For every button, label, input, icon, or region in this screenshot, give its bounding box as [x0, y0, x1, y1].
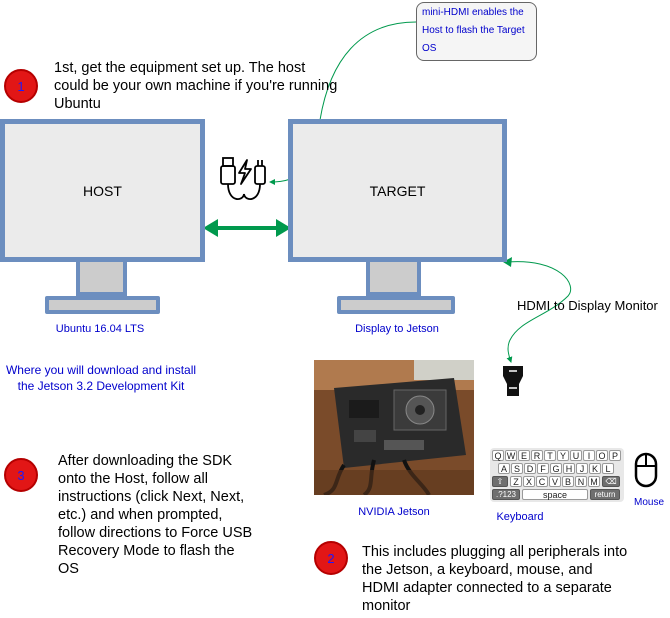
keyboard-key: X — [523, 476, 535, 487]
keyboard-key: C — [536, 476, 548, 487]
keyboard-key: return — [590, 489, 620, 500]
target-monitor-screen: TARGET — [288, 119, 507, 262]
keyboard-key: .?123 — [492, 489, 520, 500]
keyboard-key: I — [583, 450, 595, 461]
mouse-icon — [634, 452, 658, 488]
host-purpose-text: Where you will download and install the … — [5, 363, 197, 393]
jetson-caption: NVIDIA Jetson — [358, 506, 430, 518]
keyboard-key: V — [549, 476, 561, 487]
target-to-hdmi-curve — [506, 261, 572, 363]
keyboard-key: T — [544, 450, 556, 461]
keyboard-key: A — [498, 463, 510, 474]
step-1-badge: 1 — [4, 69, 38, 103]
mini-hdmi-note-text: mini-HDMI enables the Host to flash the … — [422, 7, 525, 54]
keyboard-key: S — [511, 463, 523, 474]
keyboard-key: space — [522, 489, 588, 500]
link-arrow-right — [276, 219, 291, 237]
keyboard-key: Q — [492, 450, 504, 461]
keyboard-key: O — [596, 450, 608, 461]
mouse-caption: Mouse — [633, 497, 664, 508]
mini-hdmi-note: mini-HDMI enables the Host to flash the … — [416, 2, 537, 61]
link-arrow-left — [203, 219, 218, 237]
keyboard-key: Z — [510, 476, 522, 487]
keyboard-key: J — [576, 463, 588, 474]
keyboard-key: M — [588, 476, 600, 487]
keyboard-key: H — [563, 463, 575, 474]
keyboard-key: ⇧ — [492, 476, 508, 487]
host-monitor-neck — [76, 262, 127, 296]
keyboard-key: D — [524, 463, 536, 474]
step-2-text: This includes plugging all peripherals i… — [362, 544, 628, 614]
keyboard-key: B — [562, 476, 574, 487]
host-monitor-base — [45, 296, 160, 314]
keyboard-caption: Keyboard — [496, 511, 544, 523]
keyboard-key: R — [531, 450, 543, 461]
keyboard-key: Y — [557, 450, 569, 461]
usb-cable-icon — [220, 157, 266, 200]
step-2-badge: 2 — [314, 541, 348, 575]
keyboard-key: N — [575, 476, 587, 487]
keyboard-key: L — [602, 463, 614, 474]
step-3-badge: 3 — [4, 458, 38, 492]
hdmi-plug-icon — [503, 366, 523, 396]
keyboard-key: U — [570, 450, 582, 461]
keyboard-key: E — [518, 450, 530, 461]
step-1-text: 1st, get the equipment set up. The host … — [54, 60, 338, 112]
step-3-text: After downloading the SDK onto the Host,… — [58, 453, 253, 577]
keyboard-key: ⌫ — [602, 476, 620, 487]
target-arrow-head — [503, 257, 512, 267]
host-caption: Ubuntu 16.04 LTS — [55, 323, 145, 335]
keyboard-key: F — [537, 463, 549, 474]
target-monitor-neck — [366, 262, 421, 296]
target-caption: Display to Jetson — [355, 323, 439, 335]
host-monitor-screen: HOST — [0, 119, 205, 262]
keyboard-key: P — [609, 450, 621, 461]
keyboard-key: W — [505, 450, 517, 461]
nvidia-jetson-image — [314, 360, 474, 495]
keyboard-key: K — [589, 463, 601, 474]
hdmi-label: HDMI to Display Monitor — [517, 298, 658, 313]
target-monitor-base — [337, 296, 455, 314]
host-label: HOST — [83, 182, 122, 199]
target-label: TARGET — [369, 182, 426, 199]
keyboard-key: G — [550, 463, 562, 474]
